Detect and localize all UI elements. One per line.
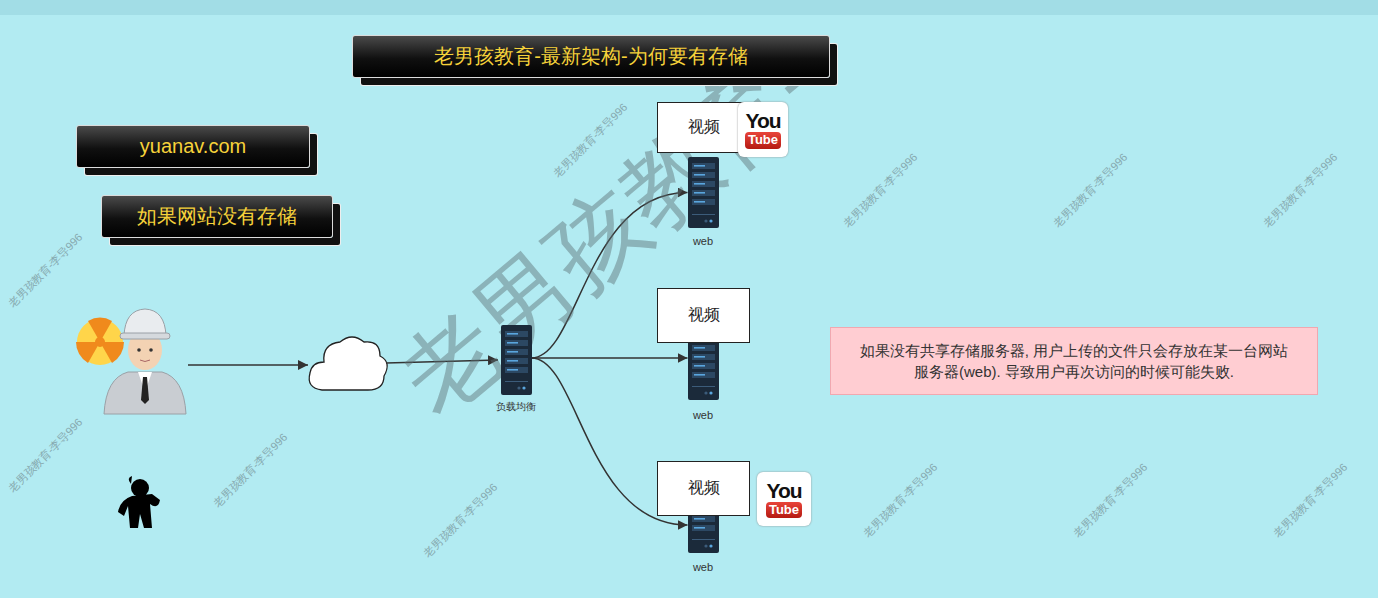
watermark: 老男孩教育-李导996 bbox=[5, 230, 86, 311]
video-box: 视频 bbox=[657, 102, 750, 153]
watermark: 老男孩教育-李导996 bbox=[420, 480, 501, 561]
box-text: 视频 bbox=[688, 305, 720, 326]
video-box: 视频 bbox=[657, 461, 750, 516]
watermark: 老男孩教育-李导996 bbox=[1270, 460, 1351, 541]
node-label: web bbox=[693, 235, 713, 247]
node-label: 负载均衡 bbox=[496, 400, 536, 414]
arrow-line bbox=[188, 364, 308, 366]
server-icon bbox=[501, 325, 532, 395]
site-banner: yuanav.com bbox=[76, 125, 310, 168]
radiation-symbol bbox=[76, 318, 124, 365]
node-label: web bbox=[693, 409, 713, 421]
box-text: 视频 bbox=[688, 478, 720, 499]
web-server: web bbox=[688, 330, 719, 421]
logo-text: You bbox=[766, 480, 801, 501]
load-balancer: 负载均衡 bbox=[496, 325, 536, 414]
watermark: 老男孩教育- bbox=[375, 20, 845, 444]
watermark: 老男孩教育-李导996 bbox=[210, 430, 291, 511]
banner-text: 老男孩教育-最新架构-为何要有存储 bbox=[434, 43, 747, 70]
youtube-logo: YouTube bbox=[757, 472, 811, 526]
title-banner: 老男孩教育-最新架构-为何要有存储 bbox=[352, 35, 830, 78]
cloud-shape bbox=[309, 337, 387, 390]
youtube-logo: YouTube bbox=[738, 102, 788, 157]
watermark: 老男孩教育-李导996 bbox=[860, 460, 941, 541]
logo-text: Tube bbox=[745, 132, 781, 148]
heading-banner: 如果网站没有存储 bbox=[101, 195, 333, 238]
note-text: 如果没有共享存储服务器, 用户上传的文件只会存放在某一台网站服务器(web). … bbox=[853, 340, 1295, 382]
box-text: 视频 bbox=[688, 117, 720, 138]
watermark: 老男孩教育-李导996 bbox=[840, 150, 921, 231]
watermark: 老男孩教育-李导996 bbox=[1260, 150, 1341, 231]
logo-text: You bbox=[745, 110, 780, 131]
node-label: web bbox=[693, 561, 713, 573]
banner-text: 如果网站没有存储 bbox=[137, 203, 297, 230]
note-box: 如果没有共享存储服务器, 用户上传的文件只会存放在某一台网站服务器(web). … bbox=[830, 327, 1318, 395]
top-band bbox=[0, 0, 1378, 15]
watermark: 老男孩教育-李导996 bbox=[1070, 460, 1151, 541]
banner-text: yuanav.com bbox=[140, 135, 246, 158]
silhouette-figure bbox=[118, 476, 160, 528]
user-figure bbox=[104, 309, 186, 414]
watermark: 老男孩教育-李导996 bbox=[5, 415, 86, 496]
video-box: 视频 bbox=[657, 288, 750, 343]
watermark: 老男孩教育-李导996 bbox=[1050, 150, 1131, 231]
server-icon bbox=[688, 157, 719, 228]
logo-text: Tube bbox=[766, 502, 802, 518]
web-server: web bbox=[688, 157, 719, 247]
